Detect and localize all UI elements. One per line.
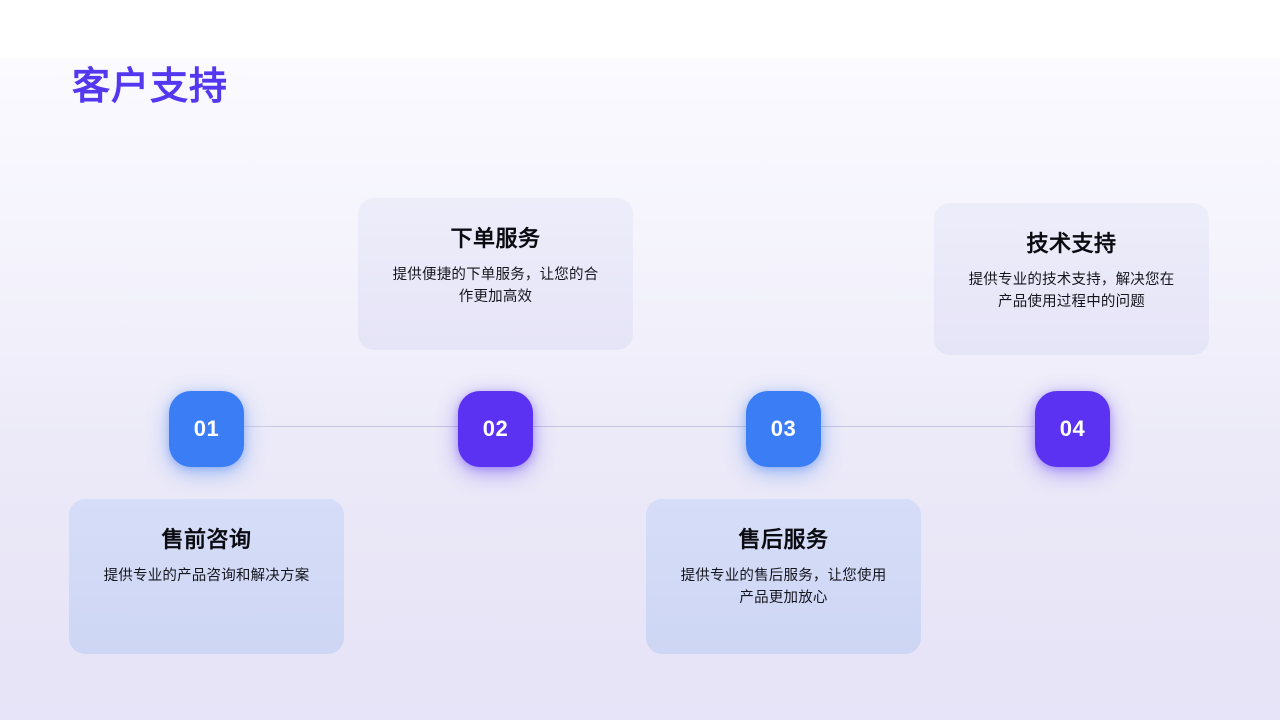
step-badge-02[interactable]: 02 <box>458 391 533 467</box>
card-下单服务[interactable]: 下单服务 提供便捷的下单服务，让您的合作更加高效 <box>358 198 633 350</box>
card-售后服务[interactable]: 售后服务 提供专业的售后服务，让您使用产品更加放心 <box>646 499 921 654</box>
card-description: 提供专业的售后服务，让您使用产品更加放心 <box>680 568 887 606</box>
slide-canvas: 客户支持 下单服务 提供便捷的下单服务，让您的合作更加高效 技术支持 提供专业的… <box>0 58 1280 720</box>
card-title: 售前咨询 <box>161 527 252 552</box>
card-description: 提供便捷的下单服务，让您的合作更加高效 <box>392 267 599 305</box>
card-title: 售后服务 <box>738 527 829 552</box>
step-badge-01[interactable]: 01 <box>169 391 244 467</box>
card-title: 下单服务 <box>450 226 541 251</box>
top-white-band <box>0 0 1280 58</box>
card-description: 提供专业的产品咨询和解决方案 <box>103 568 310 584</box>
card-技术支持[interactable]: 技术支持 提供专业的技术支持，解决您在产品使用过程中的问题 <box>934 203 1209 355</box>
step-number: 01 <box>193 416 220 441</box>
step-number: 03 <box>770 416 797 441</box>
step-badge-04[interactable]: 04 <box>1035 391 1110 467</box>
step-number: 02 <box>482 416 509 441</box>
timeline-connector-line <box>207 426 1073 427</box>
step-badge-03[interactable]: 03 <box>746 391 821 467</box>
card-售前咨询[interactable]: 售前咨询 提供专业的产品咨询和解决方案 <box>69 499 344 654</box>
page-title: 客户支持 <box>72 66 229 108</box>
card-title: 技术支持 <box>1026 231 1117 256</box>
step-number: 04 <box>1059 416 1086 441</box>
card-description: 提供专业的技术支持，解决您在产品使用过程中的问题 <box>968 272 1175 310</box>
